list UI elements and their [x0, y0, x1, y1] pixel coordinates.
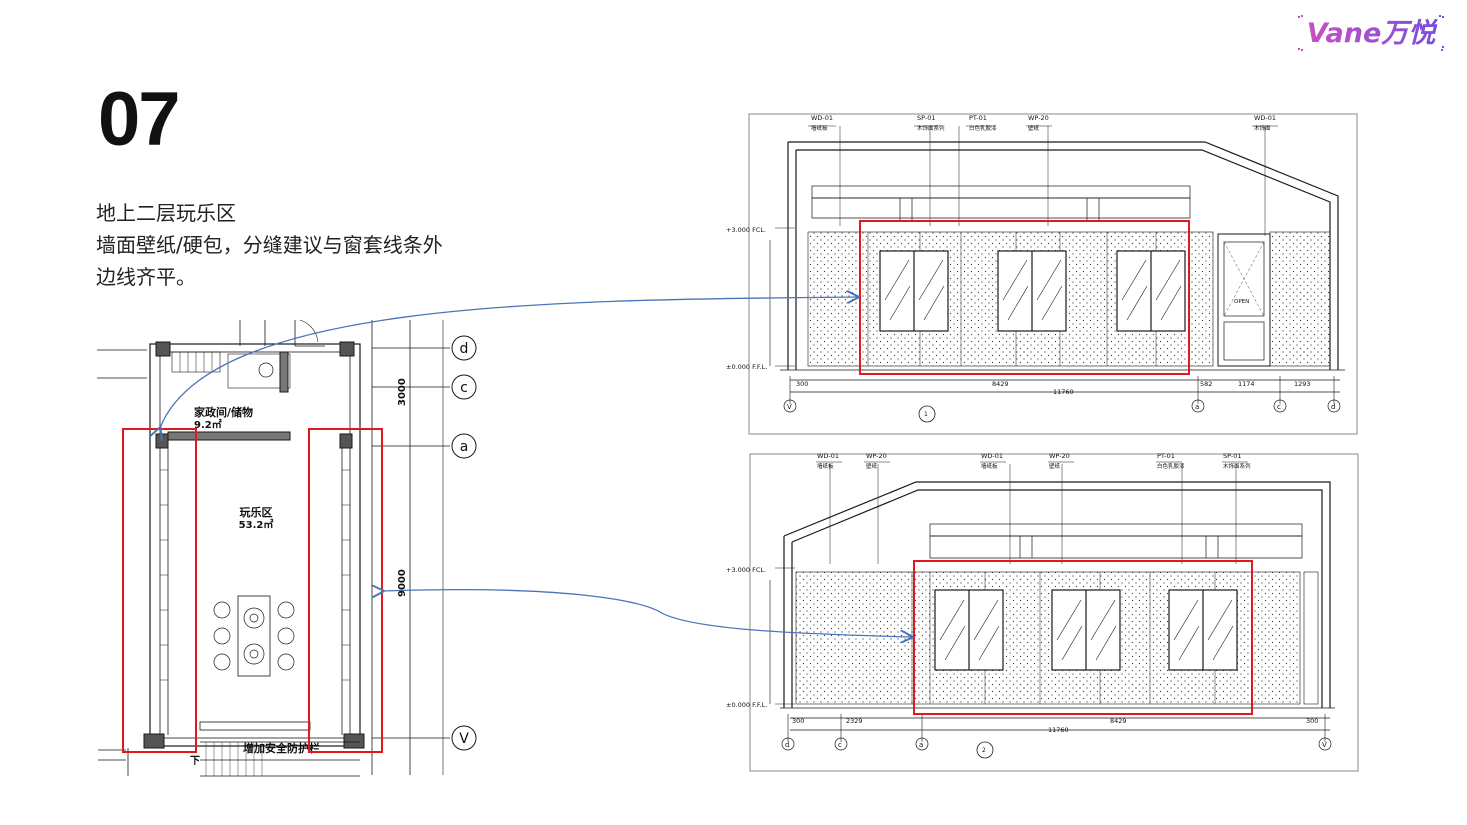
elev-top-axis-1: V — [787, 403, 792, 411]
elev-bottom-note-1: 墙纸板 — [817, 462, 834, 470]
elevation-bottom-highlight — [913, 560, 1253, 715]
elev-top-dim-3: 582 — [1200, 380, 1212, 388]
description-line-2: 墙面壁纸/硬包，分缝建议与窗套线条外 — [96, 233, 443, 257]
elev-bottom-note-3: 墙纸板 — [981, 462, 998, 470]
elev-top-dim-5: 1293 — [1294, 380, 1311, 388]
elev-top-tag-1: WD-01 — [811, 114, 833, 122]
plan-axis-v: V — [459, 731, 469, 747]
elev-top-note-4: 壁纸 — [1028, 124, 1040, 132]
elev-bottom-axis-1: d — [785, 741, 789, 749]
arrow-right-wall-to-bottom-elevation — [383, 590, 912, 637]
logo-text: Vane万悦 — [1307, 18, 1439, 49]
floor-plan — [97, 319, 477, 777]
railing-note: 增加安全防护栏 — [243, 741, 320, 755]
room-storage-name: 家政间/储物 — [194, 405, 253, 419]
elevation-top — [769, 125, 1345, 423]
elev-bottom-section-mark: 2 — [982, 747, 986, 754]
elev-top-section-mark: 1 — [924, 411, 928, 418]
elev-top-dim-1: 300 — [796, 380, 808, 388]
elev-bottom-axis-3: a — [919, 741, 923, 749]
elev-bottom-tag-2: WP-20 — [866, 452, 887, 460]
elev-top-tag-5: WD-01 — [1254, 114, 1276, 122]
elev-bottom-tag-1: WD-01 — [817, 452, 839, 460]
elev-top-note-2: 木饰面系列 — [917, 124, 945, 132]
room-play-area: 53.2㎡ — [239, 518, 274, 531]
elev-top-tag-4: WP-20 — [1028, 114, 1049, 122]
elev-top-door-label: OPEN — [1234, 299, 1249, 305]
room-play-name: 玩乐区 — [240, 505, 273, 519]
stair-down-mark: 下 — [190, 755, 200, 767]
elev-top-total: 11760 — [1053, 388, 1074, 396]
elev-top-axis-4: d — [1331, 403, 1335, 411]
elev-bottom-note-6: 木饰面系列 — [1223, 462, 1251, 470]
elev-top-note-3: 白色乳胶漆 — [969, 124, 997, 132]
elev-top-note-5: 木饰面 — [1254, 124, 1271, 132]
elev-bottom-axis-4: V — [1322, 741, 1327, 749]
plan-dim-9000: 9000 — [397, 569, 408, 597]
elev-bottom-note-2: 壁纸 — [866, 462, 878, 470]
elev-top-dim-2: 8429 — [992, 380, 1009, 388]
elev-bottom-tag-6: SP-01 — [1223, 452, 1242, 460]
elev-bottom-total: 11760 — [1048, 726, 1069, 734]
plan-highlight-right-wall — [308, 428, 383, 753]
elevation-top-frame — [748, 113, 1358, 435]
elev-bottom-tag-5: PT-01 — [1157, 452, 1175, 460]
elevation-top-highlight — [859, 220, 1190, 375]
plan-highlight-left-wall — [122, 428, 197, 753]
plan-dim-3000: 3000 — [397, 378, 408, 406]
elev-bottom-tag-3: WD-01 — [981, 452, 1003, 460]
slide-number: 07 — [98, 77, 181, 162]
plan-axis-a: a — [460, 439, 469, 455]
plan-axis-c: c — [460, 380, 468, 396]
elev-top-level-ceiling: +3.000 FCL. — [726, 226, 766, 234]
elev-top-note-1: 墙纸板 — [811, 124, 828, 132]
arrow-left-wall-to-top-elevation — [160, 297, 858, 428]
room-storage-area: 9.2㎡ — [194, 418, 222, 431]
elev-bottom-dim-1: 300 — [792, 717, 804, 725]
elev-bottom-level-floor: ±0.000 F.F.L. — [726, 701, 767, 709]
description-line-1: 地上二层玩乐区 — [96, 201, 236, 225]
elev-top-axis-3: c — [1277, 403, 1281, 411]
elev-top-dim-4: 1174 — [1238, 380, 1255, 388]
elev-bottom-tag-4: WP-20 — [1049, 452, 1070, 460]
elev-bottom-dim-4: 300 — [1306, 717, 1318, 725]
elev-top-level-floor: ±0.000 F.F.L. — [726, 363, 767, 371]
elev-top-axis-2: a — [1195, 403, 1199, 411]
vane-logo: Vane万悦 — [1298, 15, 1444, 51]
description-line-3: 边线齐平。 — [96, 265, 196, 289]
elev-bottom-dim-3: 8429 — [1110, 717, 1127, 725]
elev-bottom-level-ceiling: +3.000 FCL. — [726, 566, 766, 574]
elev-top-tag-2: SP-01 — [917, 114, 936, 122]
elev-bottom-note-5: 白色乳胶漆 — [1157, 462, 1185, 470]
elev-top-tag-3: PT-01 — [969, 114, 987, 122]
plan-axis-d: d — [460, 341, 469, 357]
elev-bottom-axis-2: c — [838, 741, 842, 749]
elev-bottom-note-4: 壁纸 — [1049, 462, 1061, 470]
elev-bottom-dim-2: 2329 — [846, 717, 863, 725]
